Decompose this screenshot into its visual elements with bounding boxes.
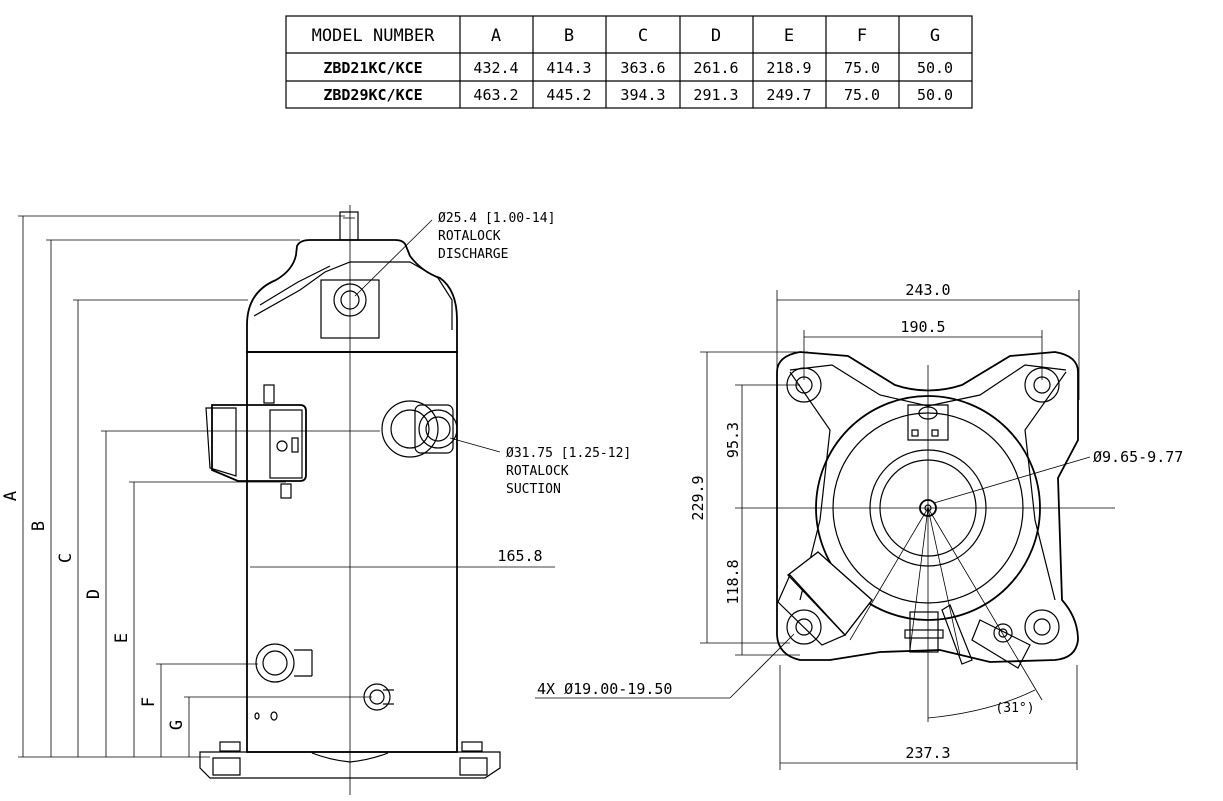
table-row2-a: 463.2 <box>473 86 518 104</box>
table-row2-g: 50.0 <box>917 86 953 104</box>
dim-229-9: 229.9 <box>689 475 707 520</box>
table-header-b: B <box>564 26 574 46</box>
suction-callout-type: ROTALOCK <box>506 464 569 479</box>
table-header-g: G <box>930 26 940 46</box>
dim-95-3: 95.3 <box>724 422 742 458</box>
discharge-callout-label: DISCHARGE <box>438 247 508 262</box>
table-row2-d: 291.3 <box>693 86 738 104</box>
discharge-leader <box>354 219 433 297</box>
table-row1-c: 363.6 <box>620 59 665 77</box>
table-row1-d: 261.6 <box>693 59 738 77</box>
table-row1-g: 50.0 <box>917 59 953 77</box>
dim-190-5: 190.5 <box>900 318 945 336</box>
table-row1-a: 432.4 <box>473 59 518 77</box>
table-row2-b: 445.2 <box>546 86 591 104</box>
table-header-d: D <box>711 26 721 46</box>
dimension-table: MODEL NUMBER A B C D E F G ZBD21KC/KCE 4… <box>285 15 973 109</box>
table-row1-b: 414.3 <box>546 59 591 77</box>
table-row2-e: 249.7 <box>766 86 811 104</box>
suction-fitting <box>381 400 458 458</box>
table-header-f: F <box>857 26 867 46</box>
height-dimension-lines <box>18 215 380 758</box>
discharge-callout-type: ROTALOCK <box>438 229 501 244</box>
dim-label-a: A <box>1 491 21 501</box>
suction-callout-size: Ø31.75 [1.25-12] <box>506 446 631 461</box>
mount-holes <box>786 367 1060 645</box>
table-row1-e: 218.9 <box>766 59 811 77</box>
table-header-model: MODEL NUMBER <box>312 26 436 46</box>
table-row2-model: ZBD29KC/KCE <box>323 86 422 104</box>
oil-fittings <box>254 643 394 721</box>
top-view-housing <box>776 351 1079 663</box>
table-header-e: E <box>784 26 794 46</box>
dim-165-8: 165.8 <box>497 547 542 565</box>
top-view: 243.0 190.5 229.9 95.3 118.8 <box>535 281 1183 770</box>
table-row2-c: 394.3 <box>620 86 665 104</box>
table-header-c: C <box>638 26 648 46</box>
discharge-callout-size: Ø25.4 [1.00-14] <box>438 211 555 226</box>
table-row1-f: 75.0 <box>844 59 880 77</box>
dim-label-b: B <box>29 521 49 531</box>
dim-label-d: D <box>84 589 104 599</box>
dim-118-8: 118.8 <box>724 559 742 604</box>
table-header-a: A <box>491 26 501 46</box>
suction-callout-label: SUCTION <box>506 482 561 497</box>
dim-243-0: 243.0 <box>905 281 950 299</box>
dim-label-c: C <box>56 553 76 563</box>
dim-237-3: 237.3 <box>905 744 950 762</box>
terminal-box <box>205 384 307 499</box>
mount-hole-callout: 4X Ø19.00-19.50 <box>537 680 672 698</box>
center-hole-leader <box>933 456 1091 504</box>
suction-leader <box>449 437 501 453</box>
table-row2-f: 75.0 <box>844 86 880 104</box>
center-hole-callout: Ø9.65-9.77 <box>1093 448 1183 466</box>
dim-label-g: G <box>167 720 187 730</box>
dim-label-e: E <box>112 633 132 643</box>
mount-hole-leader <box>729 633 795 699</box>
dim-label-f: F <box>139 697 159 707</box>
side-view: A B C D E F G <box>1 205 631 795</box>
angle-31-deg: (31°) <box>995 701 1034 716</box>
table-row1-model: ZBD21KC/KCE <box>323 59 422 77</box>
